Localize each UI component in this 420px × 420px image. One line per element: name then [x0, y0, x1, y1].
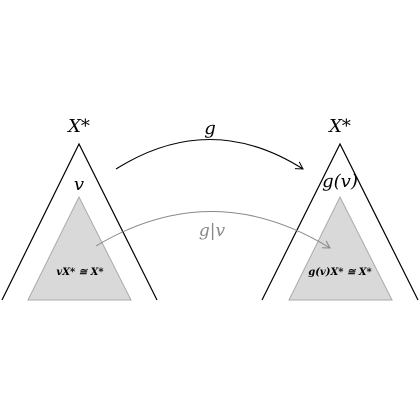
- top-arrow-group: g: [115, 118, 304, 170]
- left-tree: X* v vX* ≅ X*: [1, 116, 158, 301]
- lower-arrow-group: g|v: [95, 211, 331, 249]
- left-root-label: X*: [66, 116, 90, 137]
- left-node-label: v: [74, 174, 84, 195]
- right-root-label: X*: [327, 116, 351, 137]
- lower-arrow-label: g|v: [199, 221, 226, 241]
- left-subtree-triangle: [27, 195, 132, 301]
- top-arrow: [115, 139, 304, 170]
- right-tree: X* g(v) g(v)X* ≅ X*: [261, 116, 419, 301]
- right-subtree-label: g(v)X* ≅ X*: [308, 267, 372, 278]
- top-arrow-label: g: [204, 118, 216, 139]
- right-subtree-triangle: [288, 195, 393, 301]
- right-node-label: g(v): [322, 171, 358, 192]
- right-tree-outline: [261, 142, 419, 301]
- lower-arrow: [95, 211, 331, 249]
- left-tree-outline: [1, 142, 158, 301]
- left-subtree-label: vX* ≅ X*: [56, 267, 104, 278]
